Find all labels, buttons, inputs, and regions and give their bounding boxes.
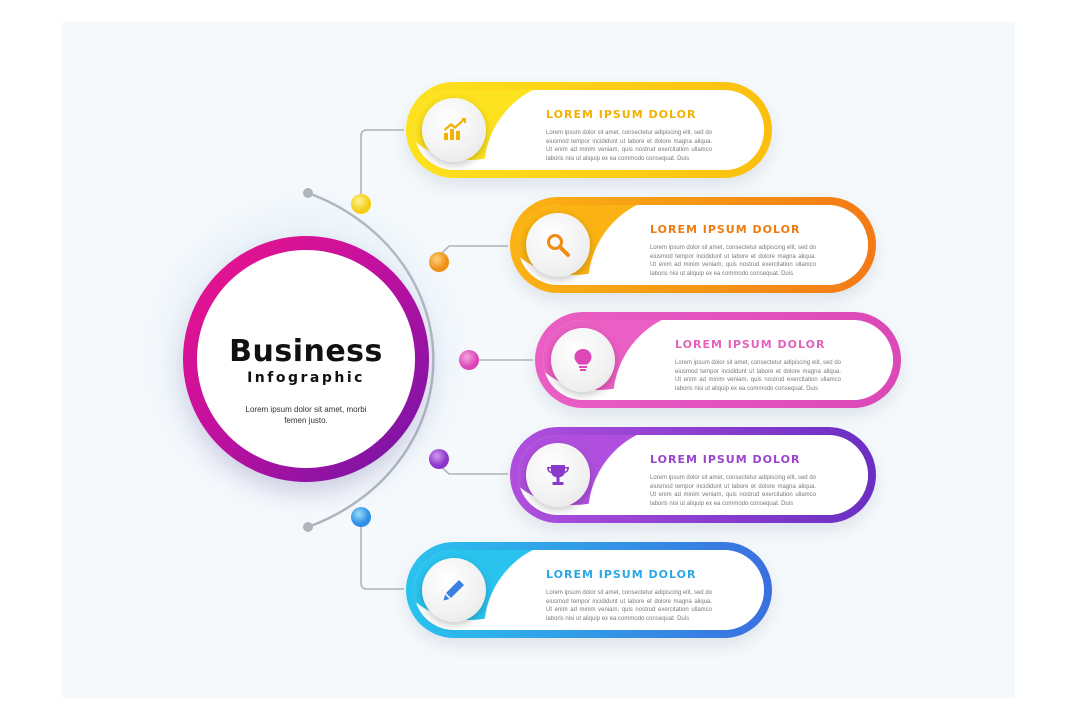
connector-4 [438, 464, 508, 475]
trophy-icon [526, 443, 590, 507]
timeline-dot-2 [429, 252, 449, 272]
step-card-3-description: Lorem ipsum dolor sit amet, consectetur … [675, 360, 841, 392]
step-card-2-cover [588, 205, 868, 285]
step-card-1-cover [484, 90, 764, 170]
main-subtitle: Infographic [247, 370, 365, 386]
connector-2 [438, 245, 508, 257]
timeline-dot-5 [351, 507, 371, 527]
step-card-3-title: LOREM IPSUM DOLOR [675, 338, 826, 351]
step-card-2: LOREM IPSUM DOLOR Lorem ipsum dolor sit … [510, 197, 876, 293]
step-card-2-body: LOREM IPSUM DOLOR Lorem ipsum dolor sit … [518, 205, 868, 285]
step-card-2-description: Lorem ipsum dolor sit amet, consectetur … [650, 245, 816, 277]
step-card-2-text: LOREM IPSUM DOLOR Lorem ipsum dolor sit … [650, 223, 828, 278]
arc-end-top [303, 188, 313, 198]
step-card-3-cover [613, 320, 893, 400]
main-circle-inner: Business Infographic Lorem ipsum dolor s… [197, 250, 415, 468]
step-card-5-description: Lorem ipsum dolor sit amet, consectetur … [546, 590, 712, 622]
magnifier-icon [526, 213, 590, 277]
step-card-5-title: LOREM IPSUM DOLOR [546, 568, 697, 581]
main-description: Lorem ipsum dolor sit amet, morbi femen … [245, 405, 367, 425]
step-card-4-description: Lorem ipsum dolor sit amet, consectetur … [650, 475, 816, 507]
chart-growth-icon [422, 98, 486, 162]
step-card-5: LOREM IPSUM DOLOR Lorem ipsum dolor sit … [406, 542, 772, 638]
step-card-3: LOREM IPSUM DOLOR Lorem ipsum dolor sit … [535, 312, 901, 408]
step-card-4-title: LOREM IPSUM DOLOR [650, 453, 801, 466]
step-card-5-text: LOREM IPSUM DOLOR Lorem ipsum dolor sit … [546, 568, 724, 623]
timeline-dot-4 [429, 449, 449, 469]
main-circle: Business Infographic Lorem ipsum dolor s… [183, 236, 429, 482]
lightbulb-icon [551, 328, 615, 392]
step-card-2-title: LOREM IPSUM DOLOR [650, 223, 801, 236]
step-card-4-cover [588, 435, 868, 515]
step-card-1-description: Lorem ipsum dolor sit amet, consectetur … [546, 130, 712, 162]
connector-5 [360, 521, 404, 590]
step-card-1-title: LOREM IPSUM DOLOR [546, 108, 697, 121]
step-card-1-text: LOREM IPSUM DOLOR Lorem ipsum dolor sit … [546, 108, 724, 163]
step-card-5-cover [484, 550, 764, 630]
step-card-3-text: LOREM IPSUM DOLOR Lorem ipsum dolor sit … [675, 338, 853, 393]
timeline-arc [307, 191, 435, 529]
connector-1 [360, 129, 404, 198]
timeline-dot-1 [351, 194, 371, 214]
main-title: Business [229, 334, 383, 369]
step-card-4-text: LOREM IPSUM DOLOR Lorem ipsum dolor sit … [650, 453, 828, 508]
pencil-icon [422, 558, 486, 622]
arc-end-bottom [303, 522, 313, 532]
step-card-1: LOREM IPSUM DOLOR Lorem ipsum dolor sit … [406, 82, 772, 178]
timeline-dot-3 [459, 350, 479, 370]
step-card-4: LOREM IPSUM DOLOR Lorem ipsum dolor sit … [510, 427, 876, 523]
